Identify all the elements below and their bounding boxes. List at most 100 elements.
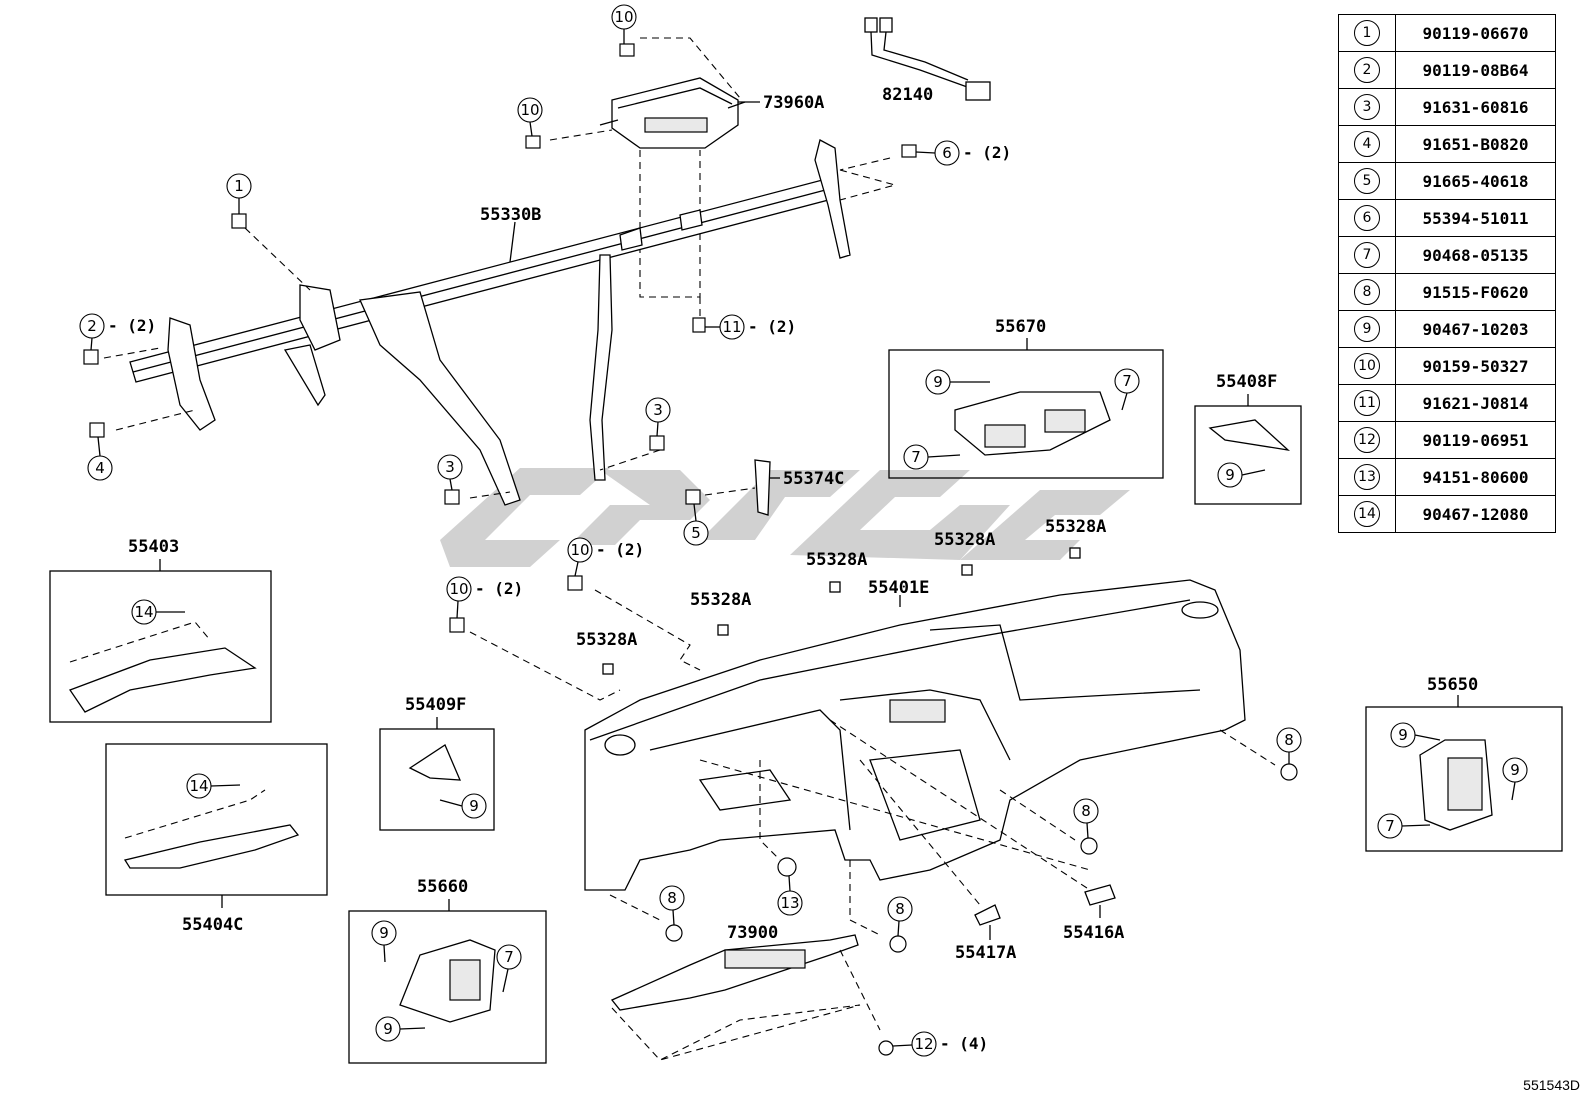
part-number-cell: 90467-10203	[1395, 310, 1556, 348]
qty-12: - (4)	[940, 1034, 988, 1053]
air-vent-55650	[1419, 739, 1493, 831]
callout-9-b: 9	[1217, 462, 1243, 488]
lower-bracket-73900	[610, 934, 859, 1011]
callout-8-d: 8	[887, 896, 913, 922]
wire-harness-82140	[864, 17, 991, 101]
svg-text:5: 5	[691, 524, 701, 542]
callout-14-a: 14	[131, 599, 157, 625]
part-number-cell: 90159-50327	[1395, 347, 1556, 385]
part-label-55328A-5: 55328A	[576, 630, 637, 650]
qty-11: - (2)	[748, 317, 796, 336]
part-number-cell: 90468-05135	[1395, 236, 1556, 274]
ref-number-circle: 2	[1354, 57, 1380, 83]
callout-11: 11	[719, 314, 745, 340]
part-number-cell: 90119-06670	[1395, 14, 1556, 52]
callout-8-a: 8	[1276, 727, 1302, 753]
part-label-55330B: 55330B	[480, 205, 541, 225]
part-label-55328A-1: 55328A	[806, 550, 867, 570]
part-number-cell: 91621-J0814	[1395, 384, 1556, 422]
ref-number-circle: 11	[1354, 390, 1380, 416]
part-number-cell: 90119-06951	[1395, 421, 1556, 459]
svg-text:9: 9	[469, 797, 479, 815]
svg-text:13: 13	[780, 894, 799, 912]
part-number-cell: 90119-08B64	[1395, 51, 1556, 89]
ref-number-circle: 10	[1354, 353, 1380, 379]
svg-text:2: 2	[87, 317, 97, 335]
svg-text:10: 10	[570, 541, 589, 559]
callout-10-mid: 10	[567, 537, 593, 563]
trim-55403	[68, 647, 257, 713]
part-label-73900: 73900	[727, 923, 778, 943]
callout-9-d: 9	[371, 920, 397, 946]
part-label-55416A: 55416A	[1063, 923, 1124, 943]
callout-6: 6	[934, 140, 960, 166]
callout-9-a: 9	[925, 369, 951, 395]
qty-6: - (2)	[963, 143, 1011, 162]
part-label-55650: 55650	[1427, 675, 1478, 695]
svg-text:8: 8	[667, 889, 677, 907]
parts-table-row: 13 94151-80600	[1338, 458, 1556, 496]
svg-text:4: 4	[95, 459, 105, 477]
part-number-cell: 91665-40618	[1395, 162, 1556, 200]
part-label-55417A: 55417A	[955, 943, 1016, 963]
svg-text:7: 7	[1385, 817, 1395, 835]
svg-text:10: 10	[520, 101, 539, 119]
parts-table-row: 2 90119-08B64	[1338, 51, 1556, 89]
callout-4: 4	[87, 455, 113, 481]
part-label-55401E: 55401E	[868, 578, 929, 598]
svg-text:12: 12	[914, 1035, 933, 1053]
callout-9-e: 9	[375, 1016, 401, 1042]
parts-table-row: 3 91631-60816	[1338, 88, 1556, 126]
part-label-55328A-2: 55328A	[934, 530, 995, 550]
qty-2: - (2)	[108, 316, 156, 335]
svg-text:11: 11	[722, 318, 741, 336]
callout-2: 2	[79, 313, 105, 339]
svg-text:1: 1	[234, 177, 244, 195]
svg-text:10: 10	[449, 580, 468, 598]
svg-text:9: 9	[379, 924, 389, 942]
ref-number-circle: 13	[1354, 464, 1380, 490]
ref-number-circle: 9	[1354, 316, 1380, 342]
instrument-panel-55401E	[584, 579, 1246, 891]
svg-text:7: 7	[1122, 372, 1132, 390]
callout-9-g: 9	[1502, 757, 1528, 783]
part-label-55328A-3: 55328A	[1045, 517, 1106, 537]
airbag-73960A	[599, 77, 746, 149]
callout-12: 12	[911, 1031, 937, 1057]
svg-text:6: 6	[942, 144, 952, 162]
box-55404C	[105, 743, 328, 896]
part-number-cell: 94151-80600	[1395, 458, 1556, 496]
callout-7-c: 7	[496, 944, 522, 970]
part-number-cell: 91631-60816	[1395, 88, 1556, 126]
callout-13: 13	[777, 890, 803, 916]
callout-10-low: 10	[446, 576, 472, 602]
ref-number-circle: 3	[1354, 94, 1380, 120]
part-label-55670: 55670	[995, 317, 1046, 337]
callout-8-b: 8	[1073, 798, 1099, 824]
fasteners	[83, 43, 1298, 1056]
parts-table-row: 9 90467-10203	[1338, 310, 1556, 348]
ref-number-circle: 14	[1354, 501, 1380, 527]
qty-10-low: - (2)	[475, 579, 523, 598]
callout-7-d: 7	[1377, 813, 1403, 839]
qty-10-mid: - (2)	[596, 540, 644, 559]
part-label-55660: 55660	[417, 877, 468, 897]
part-label-55328A-4: 55328A	[690, 590, 751, 610]
part-label-55409F: 55409F	[405, 695, 466, 715]
callout-14-b: 14	[186, 773, 212, 799]
clips-55328A	[602, 547, 1081, 675]
part-number-cell: 55394-51011	[1395, 199, 1556, 237]
svg-text:9: 9	[1225, 466, 1235, 484]
box-55650	[1365, 706, 1563, 852]
box-55660	[348, 910, 547, 1064]
svg-text:7: 7	[504, 948, 514, 966]
svg-text:14: 14	[189, 777, 208, 795]
part-label-55403: 55403	[128, 537, 179, 557]
cover-55409F	[408, 744, 462, 781]
